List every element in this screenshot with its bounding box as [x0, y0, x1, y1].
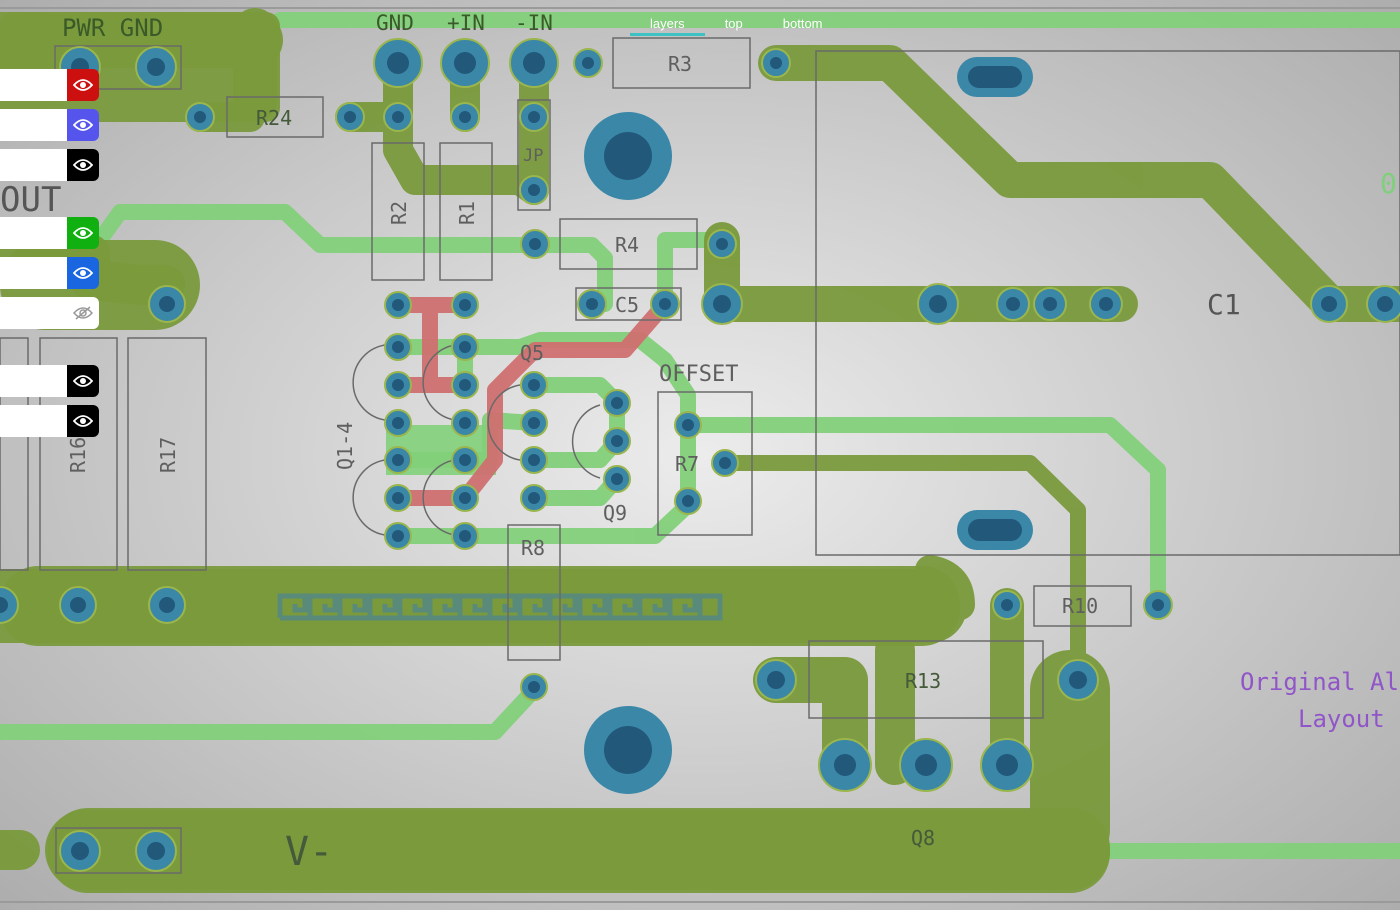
label-r13: R13 [905, 669, 941, 693]
label-pwr-gnd: PWR GND [62, 14, 163, 42]
layer-row [0, 405, 99, 437]
layer-visibility-toggle[interactable] [67, 365, 99, 397]
label-r8: R8 [521, 536, 545, 560]
label-minus-in: -IN [515, 11, 553, 35]
layer-row [0, 109, 99, 141]
layer-name-field[interactable] [0, 405, 68, 437]
layer-row [0, 257, 99, 289]
eye-icon [73, 227, 93, 239]
label-gnd: GND [376, 11, 414, 35]
label-r10: R10 [1062, 594, 1098, 618]
tab-top[interactable]: top [724, 16, 743, 31]
layer-visibility-toggle[interactable] [67, 217, 99, 249]
layer-name-field[interactable] [0, 297, 68, 329]
label-q1-4: Q1-4 [333, 422, 357, 470]
label-r17: R17 [156, 437, 180, 473]
layer-row [0, 365, 99, 397]
eye-icon [73, 267, 93, 279]
layer-name-field[interactable] [0, 69, 68, 101]
layer-visibility-toggle[interactable] [67, 257, 99, 289]
tab-bottom[interactable]: bottom [782, 16, 823, 31]
label-c1: C1 [1207, 288, 1241, 321]
eye-off-icon [73, 306, 93, 320]
layer-visibility-toggle[interactable] [67, 149, 99, 181]
pads [0, 38, 1400, 872]
label-v-minus: V- [285, 829, 333, 875]
layer-visibility-toggle[interactable] [67, 69, 99, 101]
label-plus-in: +IN [447, 11, 485, 35]
label-r16: R16 [66, 437, 90, 473]
layer-visibility-toggle[interactable] [67, 405, 99, 437]
layer-name-field[interactable] [0, 217, 68, 249]
eye-icon [73, 415, 93, 427]
greek-key-decoration [277, 593, 723, 621]
layer-name-field[interactable] [0, 109, 68, 141]
mounting-holes [584, 57, 1033, 794]
label-c5: C5 [615, 293, 639, 317]
label-q8: Q8 [911, 826, 935, 850]
eye-icon [73, 79, 93, 91]
label-r3: R3 [668, 52, 692, 76]
label-offset: OFFSET [659, 362, 738, 387]
layer-name-field[interactable] [0, 365, 68, 397]
label-r2: R2 [387, 201, 411, 225]
label-q9: Q9 [603, 501, 627, 525]
label-r1: R1 [455, 201, 479, 225]
layer-name-field[interactable] [0, 257, 68, 289]
eye-icon [73, 375, 93, 387]
layer-visibility-toggle[interactable] [67, 109, 99, 141]
layer-name-field[interactable] [0, 149, 68, 181]
layer-row [0, 217, 99, 249]
label-q5: Q5 [520, 341, 544, 365]
eye-icon [73, 159, 93, 171]
label-out: OUT [0, 180, 61, 220]
label-jp: JP [523, 146, 543, 166]
layer-row [0, 297, 99, 329]
layer-row [0, 69, 99, 101]
layer-panel [0, 0, 100, 910]
credit-line-1: Original Alep [1240, 668, 1400, 696]
label-r7: R7 [675, 452, 699, 476]
view-tabs: layers top bottom [630, 14, 843, 36]
label-zero: 0 [1380, 167, 1397, 200]
credit-line-2: Layout b [1298, 705, 1400, 733]
silkscreen-outlines [0, 37, 1400, 874]
label-r24: R24 [256, 106, 292, 130]
label-r4: R4 [615, 233, 639, 257]
layer-visibility-toggle[interactable] [67, 297, 99, 329]
tab-layers[interactable]: layers [630, 14, 705, 36]
layer-row [0, 149, 99, 181]
eye-icon [73, 119, 93, 131]
